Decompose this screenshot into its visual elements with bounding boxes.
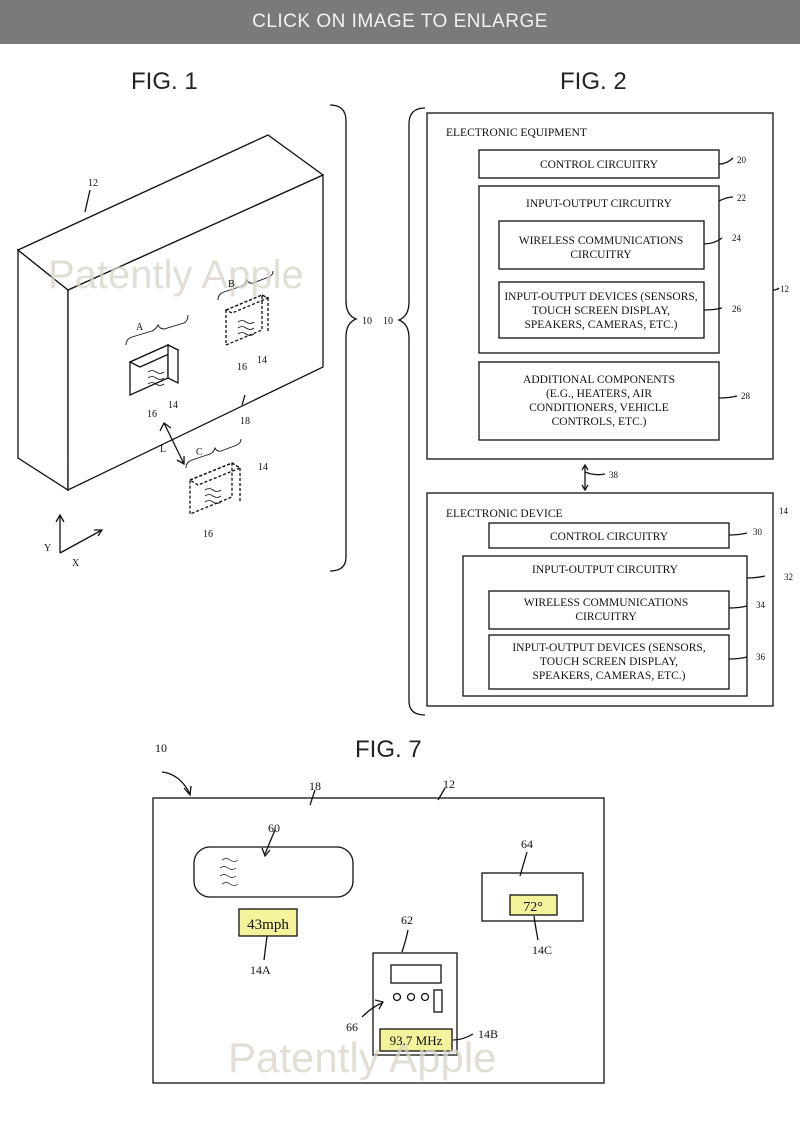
device-devices-line3: SPEAKERS, CAMERAS, ETC.) bbox=[532, 670, 685, 682]
watermark: Patently Apple bbox=[48, 253, 304, 297]
enlarge-banner[interactable]: CLICK ON IMAGE TO ENLARGE bbox=[0, 0, 800, 44]
radio-frequency-value: 93.7 MHz bbox=[390, 1033, 443, 1048]
temp-value: 72° bbox=[523, 900, 543, 915]
fig7-interior bbox=[152, 797, 605, 1084]
radio-unit bbox=[372, 952, 458, 1056]
equipment-devices-line1: INPUT-OUTPUT DEVICES (SENSORS, bbox=[504, 291, 697, 303]
axis-y-label: Y bbox=[44, 543, 51, 554]
device-control-label: CONTROL CIRCUITRY bbox=[550, 531, 669, 543]
fig1-device-a bbox=[125, 314, 189, 397]
ref-20: 20 bbox=[737, 155, 747, 165]
fig7-title: FIG. 7 bbox=[355, 736, 422, 763]
equipment-wireless-line2: CIRCUITRY bbox=[570, 249, 632, 261]
watermark: Patently Apple bbox=[228, 1034, 497, 1081]
label-16: 16 bbox=[237, 362, 247, 373]
label-12: 12 bbox=[88, 178, 98, 189]
ref-60: 60 bbox=[268, 821, 280, 835]
equipment-devices-line3: SPEAKERS, CAMERAS, ETC.) bbox=[524, 319, 677, 331]
additional-line2: (E.G., HEATERS, AIR bbox=[546, 388, 652, 400]
ref-18: 18 bbox=[309, 779, 321, 793]
ref-14b: 14B bbox=[478, 1027, 498, 1041]
equipment-io-box bbox=[478, 185, 720, 354]
device-devices-line2: TOUCH SCREEN DISPLAY, bbox=[540, 656, 678, 668]
ref-26: 26 bbox=[732, 304, 742, 314]
device-title: ELECTRONIC DEVICE bbox=[446, 508, 563, 520]
label-16: 16 bbox=[203, 529, 213, 540]
ref-38: 38 bbox=[609, 470, 619, 480]
equipment-devices-line2: TOUCH SCREEN DISPLAY, bbox=[532, 305, 670, 317]
temp-display bbox=[509, 894, 558, 916]
ref-14a: 14A bbox=[250, 963, 271, 977]
device-devices-line1: INPUT-OUTPUT DEVICES (SENSORS, bbox=[512, 642, 705, 654]
additional-line4: CONTROLS, ETC.) bbox=[552, 416, 647, 428]
ref-12: 12 bbox=[780, 284, 789, 294]
device-wireless-box bbox=[488, 590, 730, 630]
fig1-title: FIG. 1 bbox=[131, 68, 198, 95]
additional-line3: CONDITIONERS, VEHICLE bbox=[529, 402, 669, 414]
fig2-title: FIG. 2 bbox=[560, 68, 627, 95]
ref-28: 28 bbox=[741, 391, 751, 401]
ref-64: 64 bbox=[521, 837, 533, 851]
rearview-mirror bbox=[193, 846, 354, 898]
radio-display bbox=[379, 1028, 453, 1052]
label-10: 10 bbox=[362, 316, 372, 327]
ref-22: 22 bbox=[737, 193, 746, 203]
ref-62: 62 bbox=[401, 913, 413, 927]
label-16: 16 bbox=[147, 409, 157, 420]
ref-10: 10 bbox=[155, 741, 167, 755]
device-wireless-line1: WIRELESS COMMUNICATIONS bbox=[524, 597, 689, 609]
speed-display bbox=[238, 908, 298, 937]
device-io-label: INPUT-OUTPUT CIRCUITRY bbox=[532, 564, 679, 576]
equipment-wireless-line1: WIRELESS COMMUNICATIONS bbox=[519, 235, 684, 247]
equipment-wireless-box bbox=[498, 220, 705, 270]
axis-x-label: X bbox=[72, 558, 80, 569]
device-io-box bbox=[462, 555, 748, 697]
label-a: A bbox=[136, 322, 144, 333]
equipment-box bbox=[426, 112, 774, 460]
equipment-control-label: CONTROL CIRCUITRY bbox=[540, 159, 659, 171]
label-10: 10 bbox=[383, 316, 393, 327]
fig1-device-b bbox=[224, 294, 270, 346]
ref-36: 36 bbox=[756, 652, 766, 662]
ref-14: 14 bbox=[779, 506, 789, 516]
speed-value: 43mph bbox=[247, 917, 289, 933]
ref-32: 32 bbox=[784, 572, 793, 582]
ref-34: 34 bbox=[756, 600, 766, 610]
ref-12: 12 bbox=[443, 777, 455, 791]
ref-14c: 14C bbox=[532, 943, 552, 957]
label-c: C bbox=[196, 447, 203, 458]
additional-line1: ADDITIONAL COMPONENTS bbox=[523, 374, 675, 386]
ref-30: 30 bbox=[753, 527, 763, 537]
label-l: L bbox=[160, 444, 166, 455]
equipment-title: ELECTRONIC EQUIPMENT bbox=[446, 127, 587, 139]
equipment-additional-box bbox=[478, 361, 720, 441]
climate-panel bbox=[481, 872, 584, 922]
ref-24: 24 bbox=[732, 233, 742, 243]
label-14: 14 bbox=[168, 400, 178, 411]
label-18: 18 bbox=[240, 416, 250, 427]
ref-66: 66 bbox=[346, 1020, 358, 1034]
device-wireless-line2: CIRCUITRY bbox=[575, 611, 637, 623]
label-14: 14 bbox=[258, 462, 268, 473]
device-devices-box bbox=[488, 634, 730, 690]
fig1-housing bbox=[16, 134, 325, 492]
label-14: 14 bbox=[257, 355, 267, 366]
label-b: B bbox=[228, 279, 235, 290]
fig1-device-c bbox=[188, 462, 242, 515]
equipment-io-label: INPUT-OUTPUT CIRCUITRY bbox=[526, 198, 673, 210]
device-box bbox=[426, 492, 774, 707]
